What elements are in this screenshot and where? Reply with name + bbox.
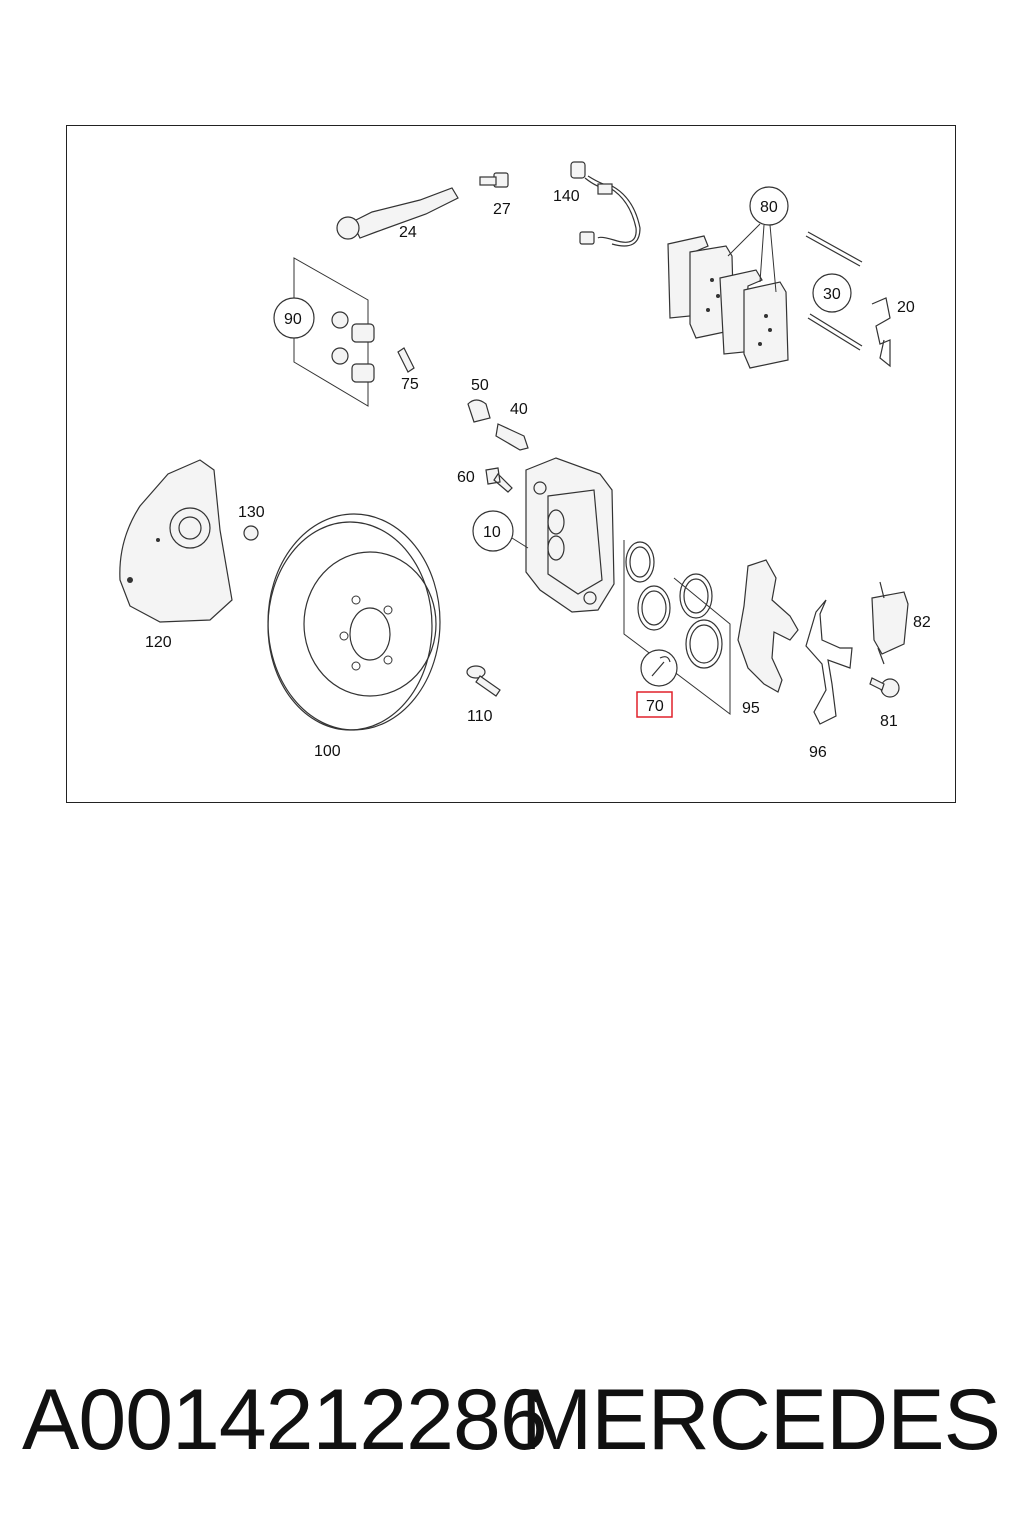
- label-30[interactable]: 30: [823, 286, 841, 303]
- label-20[interactable]: 20: [897, 299, 915, 316]
- label-110[interactable]: 110: [467, 708, 493, 725]
- brake-disc-part: [267, 513, 441, 731]
- bleeder-part: [495, 423, 529, 451]
- pad-shim-part: [871, 581, 909, 665]
- guide-pin-part: [336, 187, 459, 240]
- bushing-kit-part: [331, 311, 375, 383]
- screw-110-part: [466, 665, 501, 697]
- spring-clip-part: [871, 297, 891, 368]
- label-130[interactable]: 130: [238, 504, 265, 521]
- label-80[interactable]: 80: [760, 199, 778, 216]
- bolt-60-part: [485, 467, 513, 493]
- callout-90-circle: [273, 297, 315, 339]
- bolt-81-part: [869, 677, 900, 698]
- stud-75-part: [397, 347, 415, 373]
- label-140[interactable]: 140: [553, 188, 580, 205]
- label-60[interactable]: 60: [457, 469, 475, 486]
- screw-130-part: [243, 525, 259, 541]
- label-90[interactable]: 90: [284, 311, 302, 328]
- label-82[interactable]: 82: [913, 614, 931, 631]
- footer: A0014212286 MERCEDES: [0, 1370, 1024, 1480]
- wear-sensor-part: [570, 161, 641, 247]
- label-70[interactable]: 70: [646, 698, 664, 715]
- label-120[interactable]: 120: [145, 634, 172, 651]
- brake-pads-part: [667, 235, 789, 369]
- label-50[interactable]: 50: [471, 377, 489, 394]
- brake-parts-diagram: 24 27 140 80 30 20: [119, 161, 931, 761]
- parts-diagram-frame: [66, 125, 956, 803]
- pad-pins-part: [805, 231, 863, 351]
- anti-rattle-spring-part: [805, 599, 853, 725]
- part-number: A0014212286: [22, 1372, 548, 1468]
- seal-kit-part: [625, 541, 723, 669]
- label-40[interactable]: 40: [510, 401, 528, 418]
- callout-10-circle: [472, 510, 514, 552]
- label-96[interactable]: 96: [809, 744, 827, 761]
- bolt-27-part: [479, 172, 509, 188]
- label-24[interactable]: 24: [399, 224, 417, 241]
- callout-30-circle: [812, 273, 852, 313]
- label-81[interactable]: 81: [880, 713, 898, 730]
- label-10[interactable]: 10: [483, 524, 501, 541]
- label-75[interactable]: 75: [401, 376, 419, 393]
- label-100[interactable]: 100: [314, 743, 341, 760]
- pad-bracket-part: [737, 559, 799, 693]
- caliper-part: [525, 457, 615, 613]
- dust-cap-part: [467, 399, 491, 423]
- label-27[interactable]: 27: [493, 201, 511, 218]
- highlight-box-70: [636, 691, 673, 718]
- brand-name: MERCEDES: [520, 1372, 1001, 1468]
- dust-shield-part: [119, 459, 233, 623]
- label-95[interactable]: 95: [742, 700, 760, 717]
- callout-80-circle: [749, 186, 789, 226]
